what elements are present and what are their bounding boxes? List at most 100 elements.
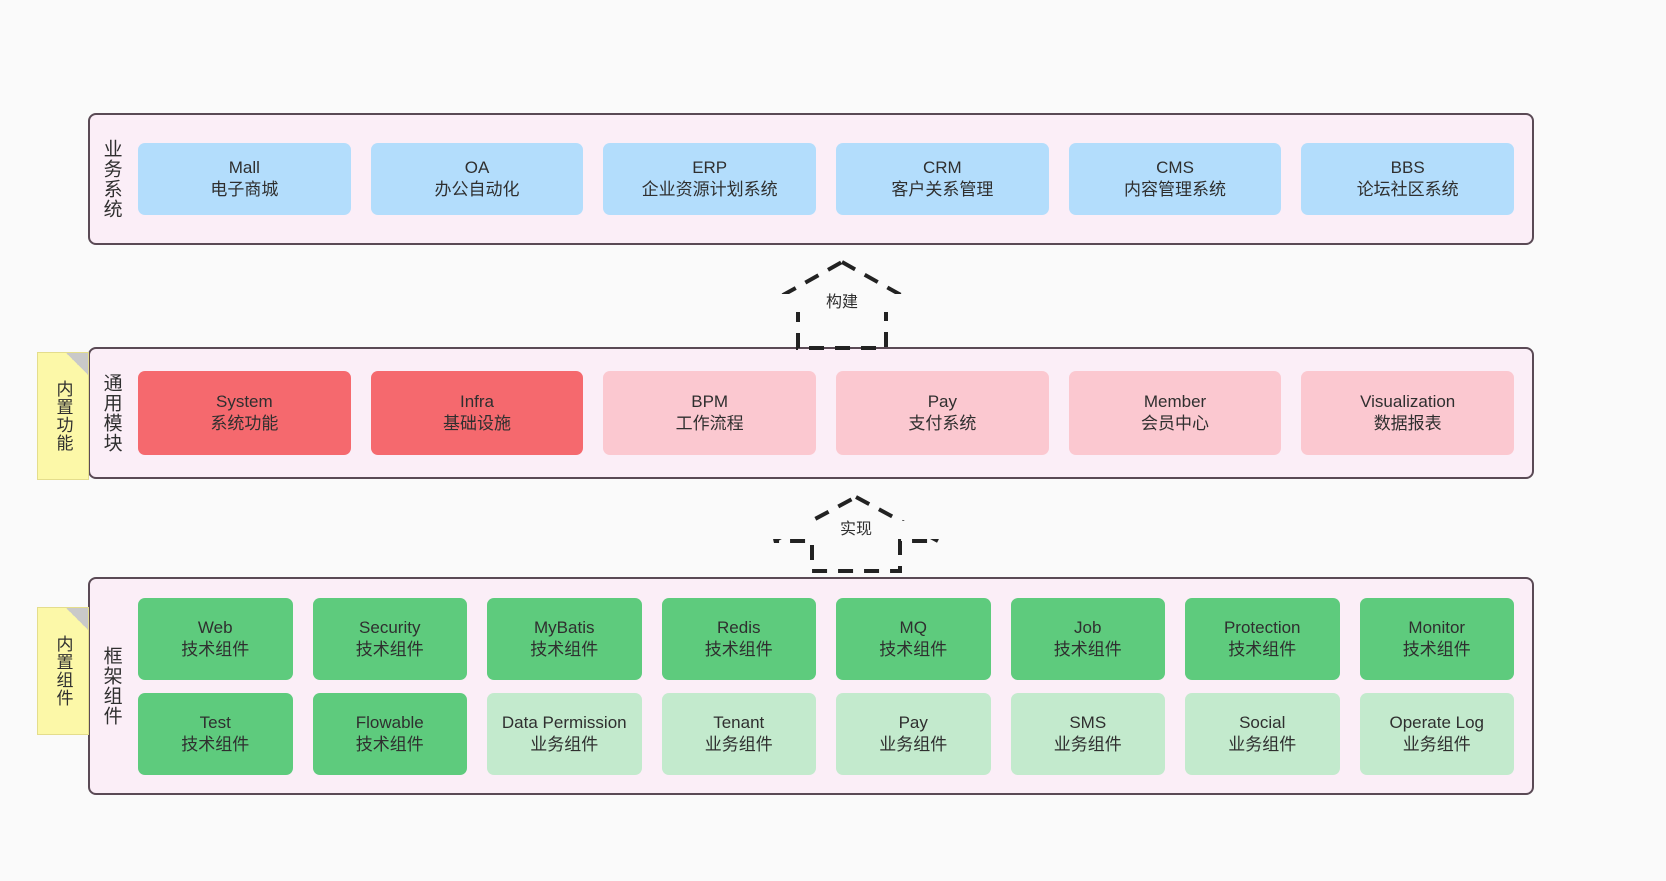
layer-body-common: System 系统功能 Infra 基础设施 BPM 工作流程 Pay 支付系统… — [132, 349, 1532, 477]
module-card-erp[interactable]: ERP 企业资源计划系统 — [603, 143, 817, 215]
note-label: 内置功能 — [53, 380, 73, 452]
layer-framework-component: 框架组件 Web 技术组件 Security 技术组件 MyBatis 技术组件… — [88, 577, 1534, 795]
layer-row: Test 技术组件 Flowable 技术组件 Data Permission … — [138, 692, 1514, 775]
note-builtin-components: 内置组件 — [37, 607, 89, 735]
component-name: Social — [1239, 712, 1286, 732]
component-card-redis[interactable]: Redis 技术组件 — [661, 597, 816, 680]
module-card-bpm[interactable]: BPM 工作流程 — [603, 371, 817, 455]
component-card-flowable[interactable]: Flowable 技术组件 — [312, 692, 467, 775]
note-label: 内置组件 — [53, 635, 73, 707]
module-subtitle: 企业资源计划系统 — [641, 180, 778, 199]
component-kind: 业务组件 — [704, 734, 773, 754]
component-card-operate-log[interactable]: Operate Log 业务组件 — [1359, 692, 1514, 775]
component-kind: 业务组件 — [1228, 734, 1297, 754]
component-kind: 业务组件 — [1402, 734, 1471, 754]
arrow-implement: 实现 — [770, 493, 942, 573]
layer-row: System 系统功能 Infra 基础设施 BPM 工作流程 Pay 支付系统… — [138, 371, 1515, 455]
layer-title-common: 通用模块 — [100, 373, 122, 453]
module-name: CMS — [1156, 158, 1194, 178]
component-kind: 技术组件 — [530, 639, 599, 659]
module-card-member[interactable]: Member 会员中心 — [1068, 371, 1282, 455]
component-card-monitor[interactable]: Monitor 技术组件 — [1359, 597, 1514, 680]
layer-row: Web 技术组件 Security 技术组件 MyBatis 技术组件 Redi… — [138, 597, 1514, 680]
module-name: Visualization — [1360, 392, 1456, 412]
layer-common-module: 通用模块 System 系统功能 Infra 基础设施 BPM 工作流程 Pay… — [88, 347, 1534, 479]
component-card-mybatis[interactable]: MyBatis 技术组件 — [487, 597, 642, 680]
module-subtitle: 会员中心 — [1141, 414, 1210, 433]
module-card-system[interactable]: System 系统功能 — [138, 371, 351, 455]
layer-row: Mall 电子商城 OA 办公自动化 ERP 企业资源计划系统 CRM 客户关系… — [138, 143, 1515, 215]
module-card-mall[interactable]: Mall 电子商城 — [138, 143, 351, 215]
module-name: CRM — [922, 158, 962, 178]
component-card-data-permission[interactable]: Data Permission 业务组件 — [487, 692, 642, 775]
component-name: Data Permission — [501, 712, 627, 732]
component-name: Job — [1074, 617, 1102, 637]
component-kind: 业务组件 — [1053, 734, 1122, 754]
component-kind: 技术组件 — [181, 639, 250, 659]
component-kind: 技术组件 — [1228, 639, 1297, 659]
component-card-web[interactable]: Web 技术组件 — [138, 597, 293, 680]
module-card-pay[interactable]: Pay 支付系统 — [836, 371, 1049, 455]
component-name: Monitor — [1408, 617, 1466, 637]
module-name: System — [215, 392, 273, 412]
component-card-sms[interactable]: SMS 业务组件 — [1010, 692, 1165, 775]
module-card-infra[interactable]: Infra 基础设施 — [370, 371, 584, 455]
component-name: MQ — [899, 617, 927, 637]
module-name: ERP — [692, 158, 728, 178]
module-name: BBS — [1390, 158, 1425, 178]
component-kind: 技术组件 — [355, 639, 424, 659]
module-name: BPM — [691, 392, 729, 412]
module-card-visualization[interactable]: Visualization 数据报表 — [1301, 371, 1515, 455]
component-kind: 技术组件 — [181, 734, 250, 754]
module-card-bbs[interactable]: BBS 论坛社区系统 — [1301, 143, 1515, 215]
module-subtitle: 基础设施 — [443, 414, 511, 433]
module-subtitle: 数据报表 — [1373, 414, 1442, 433]
module-card-cms[interactable]: CMS 内容管理系统 — [1068, 143, 1282, 215]
module-subtitle: 工作流程 — [675, 414, 744, 433]
component-kind: 技术组件 — [704, 639, 773, 659]
component-card-protection[interactable]: Protection 技术组件 — [1185, 597, 1340, 680]
component-name: Protection — [1223, 617, 1301, 637]
layer-business-system: 业务系统 Mall 电子商城 OA 办公自动化 ERP 企业资源计划系统 CRM… — [88, 113, 1534, 245]
module-subtitle: 论坛社区系统 — [1356, 180, 1459, 199]
module-subtitle: 客户关系管理 — [891, 180, 994, 199]
component-name: Tenant — [713, 712, 765, 732]
module-name: OA — [464, 158, 490, 178]
component-name: Redis — [717, 617, 761, 637]
component-name: SMS — [1069, 712, 1107, 732]
module-subtitle: 支付系统 — [908, 414, 977, 433]
module-subtitle: 办公自动化 — [434, 180, 520, 199]
component-card-job[interactable]: Job 技术组件 — [1010, 597, 1165, 680]
component-name: Test — [199, 712, 231, 732]
layer-body-framework: Web 技术组件 Security 技术组件 MyBatis 技术组件 Redi… — [132, 579, 1532, 793]
note-builtin-features: 内置功能 — [37, 352, 89, 480]
module-card-crm[interactable]: CRM 客户关系管理 — [836, 143, 1049, 215]
component-kind: 技术组件 — [1053, 639, 1122, 659]
component-name: Web — [197, 617, 233, 637]
module-name: Member — [1143, 392, 1207, 412]
component-kind: 业务组件 — [530, 734, 599, 754]
layer-title-framework: 框架组件 — [100, 646, 122, 726]
component-card-social[interactable]: Social 业务组件 — [1185, 692, 1340, 775]
module-card-oa[interactable]: OA 办公自动化 — [370, 143, 584, 215]
component-kind: 业务组件 — [879, 734, 948, 754]
component-kind: 技术组件 — [1402, 639, 1471, 659]
layer-body-business: Mall 电子商城 OA 办公自动化 ERP 企业资源计划系统 CRM 客户关系… — [132, 115, 1532, 243]
component-kind: 技术组件 — [355, 734, 424, 754]
module-name: Infra — [459, 392, 495, 412]
module-name: Mall — [228, 158, 260, 178]
module-subtitle: 电子商城 — [210, 180, 279, 199]
component-name: Pay — [898, 712, 928, 732]
component-name: MyBatis — [534, 617, 595, 637]
component-card-pay[interactable]: Pay 业务组件 — [836, 692, 991, 775]
component-card-security[interactable]: Security 技术组件 — [312, 597, 467, 680]
component-name: Operate Log — [1389, 712, 1484, 732]
component-name: Flowable — [355, 712, 424, 732]
layer-title-business: 业务系统 — [100, 139, 122, 219]
component-card-test[interactable]: Test 技术组件 — [138, 692, 293, 775]
component-kind: 技术组件 — [879, 639, 948, 659]
component-card-mq[interactable]: MQ 技术组件 — [836, 597, 991, 680]
module-subtitle: 内容管理系统 — [1124, 180, 1227, 199]
component-card-tenant[interactable]: Tenant 业务组件 — [661, 692, 816, 775]
